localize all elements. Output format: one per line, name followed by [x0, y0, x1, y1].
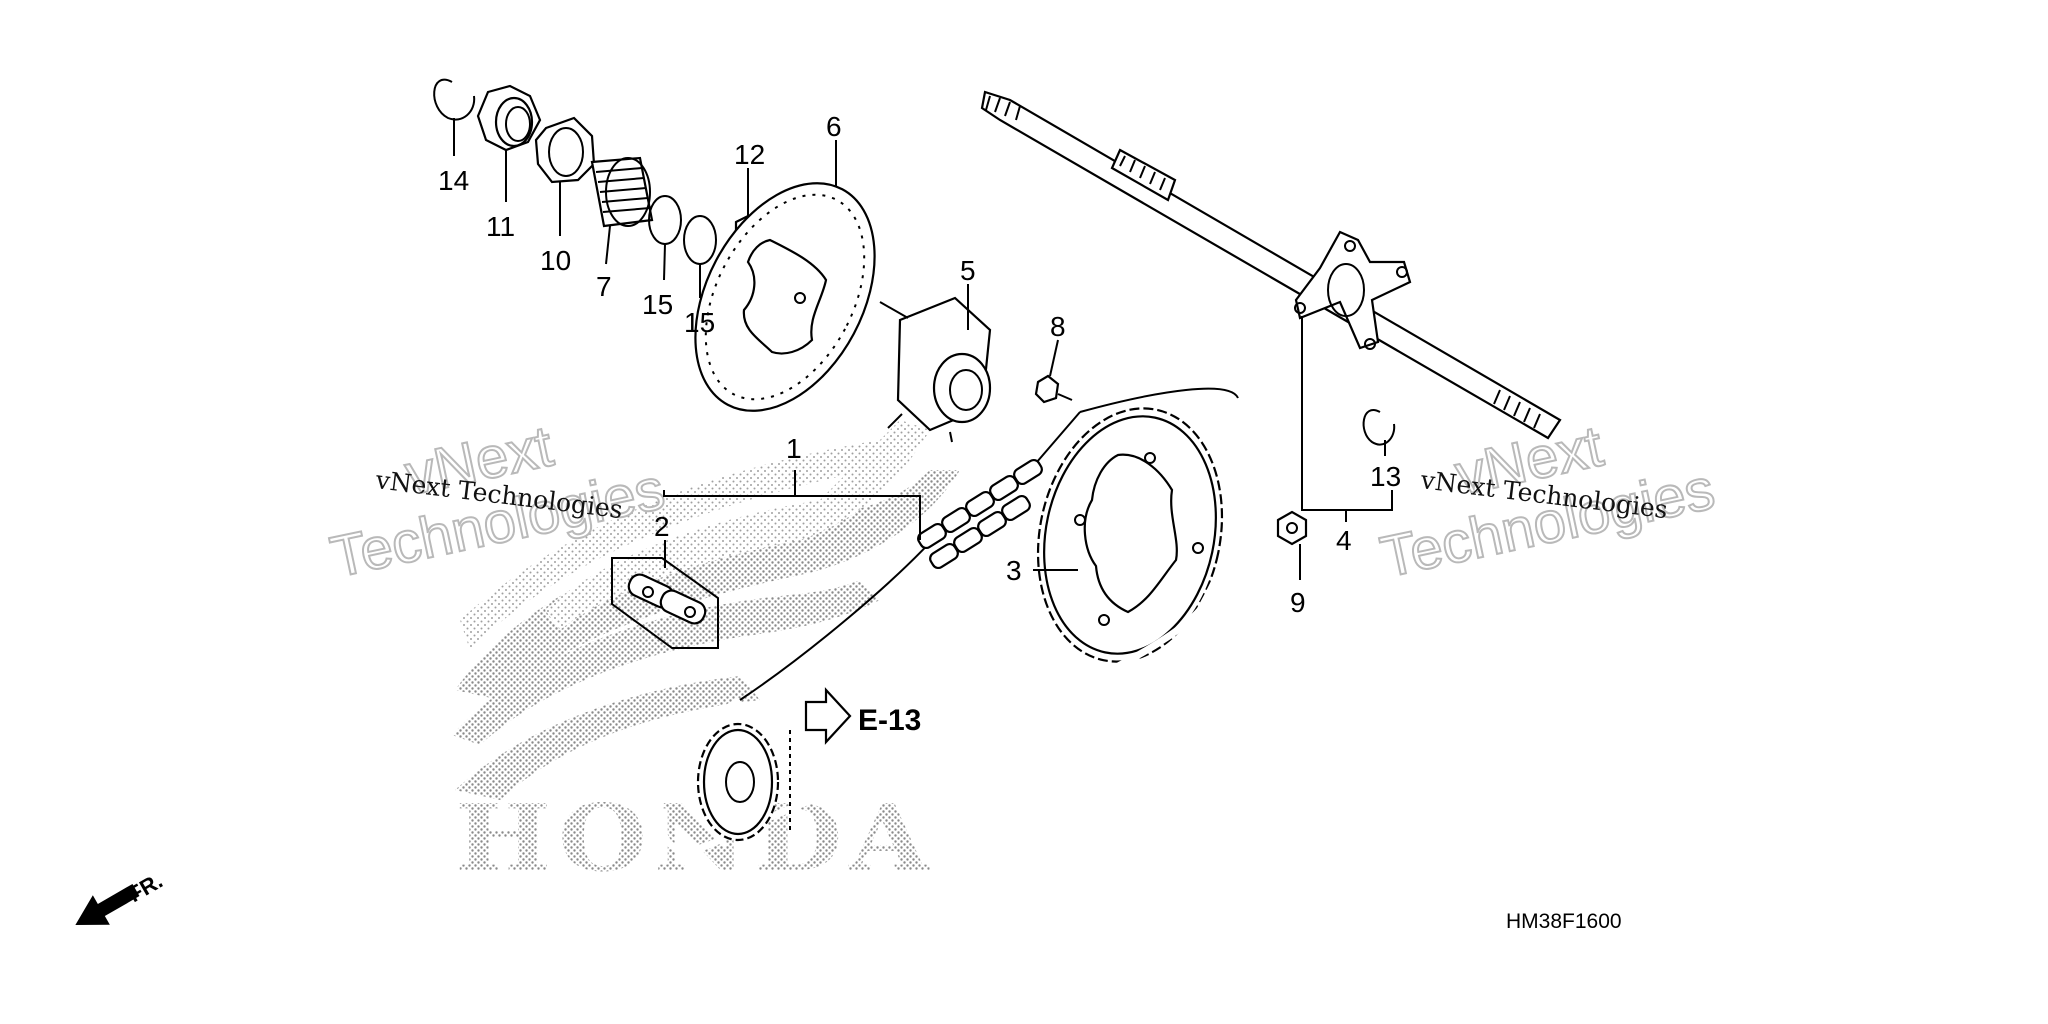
leader-lines: [453, 118, 1393, 580]
part-2-master-link: [611, 557, 719, 649]
part-13-circlip: [1362, 409, 1396, 446]
callout-3: 3: [1006, 555, 1022, 586]
part-14-circlip: [433, 78, 476, 121]
part-15-o-ring-b: [683, 215, 717, 265]
part-15-o-ring-a: [648, 195, 682, 245]
part-6-brake-disc: [694, 182, 876, 412]
reference-label: E-13: [858, 704, 921, 737]
part-5-hub: [879, 296, 992, 443]
front-direction-arrow: [75, 883, 140, 925]
reference-arrow: [804, 687, 852, 745]
callout-8: 8: [1050, 311, 1066, 342]
callout-14: 14: [438, 165, 469, 196]
axle-shaft: [980, 90, 1562, 440]
part-4-axle-flange: [1294, 230, 1412, 350]
part-7-spacer: [590, 156, 654, 228]
callout-15b: 15: [684, 307, 715, 338]
chain-link-segment: [917, 458, 1043, 570]
callout-2: 2: [654, 511, 670, 542]
honda-logo-text: HONDA: [455, 784, 935, 892]
callout-1: 1: [786, 433, 802, 464]
drive-sprocket: [696, 722, 791, 842]
part-1-drive-chain: [656, 385, 1252, 854]
callout-15a: 15: [642, 289, 673, 320]
part-10-nut: [534, 116, 596, 184]
callout-4: 4: [1336, 525, 1352, 556]
diagram-code: HM38F1600: [1506, 910, 1622, 933]
callout-10: 10: [540, 245, 571, 276]
callout-6: 6: [826, 111, 842, 142]
callout-12: 12: [734, 139, 765, 170]
callout-9: 9: [1290, 587, 1306, 618]
part-8-bolt: [1034, 374, 1073, 404]
callout-7: 7: [596, 271, 612, 302]
part-9-nut: [1276, 510, 1308, 546]
callout-11: 11: [486, 211, 515, 242]
part-11-lock-nut: [476, 84, 542, 152]
part-3-driven-sprocket: [1036, 407, 1224, 663]
callout-13: 13: [1370, 461, 1401, 492]
callout-5: 5: [960, 255, 976, 286]
